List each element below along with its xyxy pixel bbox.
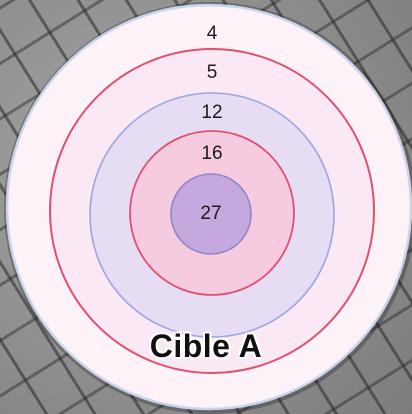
ring-4-points: 4 xyxy=(207,23,218,44)
ring-12-points: 12 xyxy=(201,102,222,123)
ring-27-points: 27 xyxy=(200,203,221,224)
ring-16-points: 16 xyxy=(201,143,222,164)
target-caption: Cible A xyxy=(0,328,412,365)
ring-5-points: 5 xyxy=(207,62,218,83)
